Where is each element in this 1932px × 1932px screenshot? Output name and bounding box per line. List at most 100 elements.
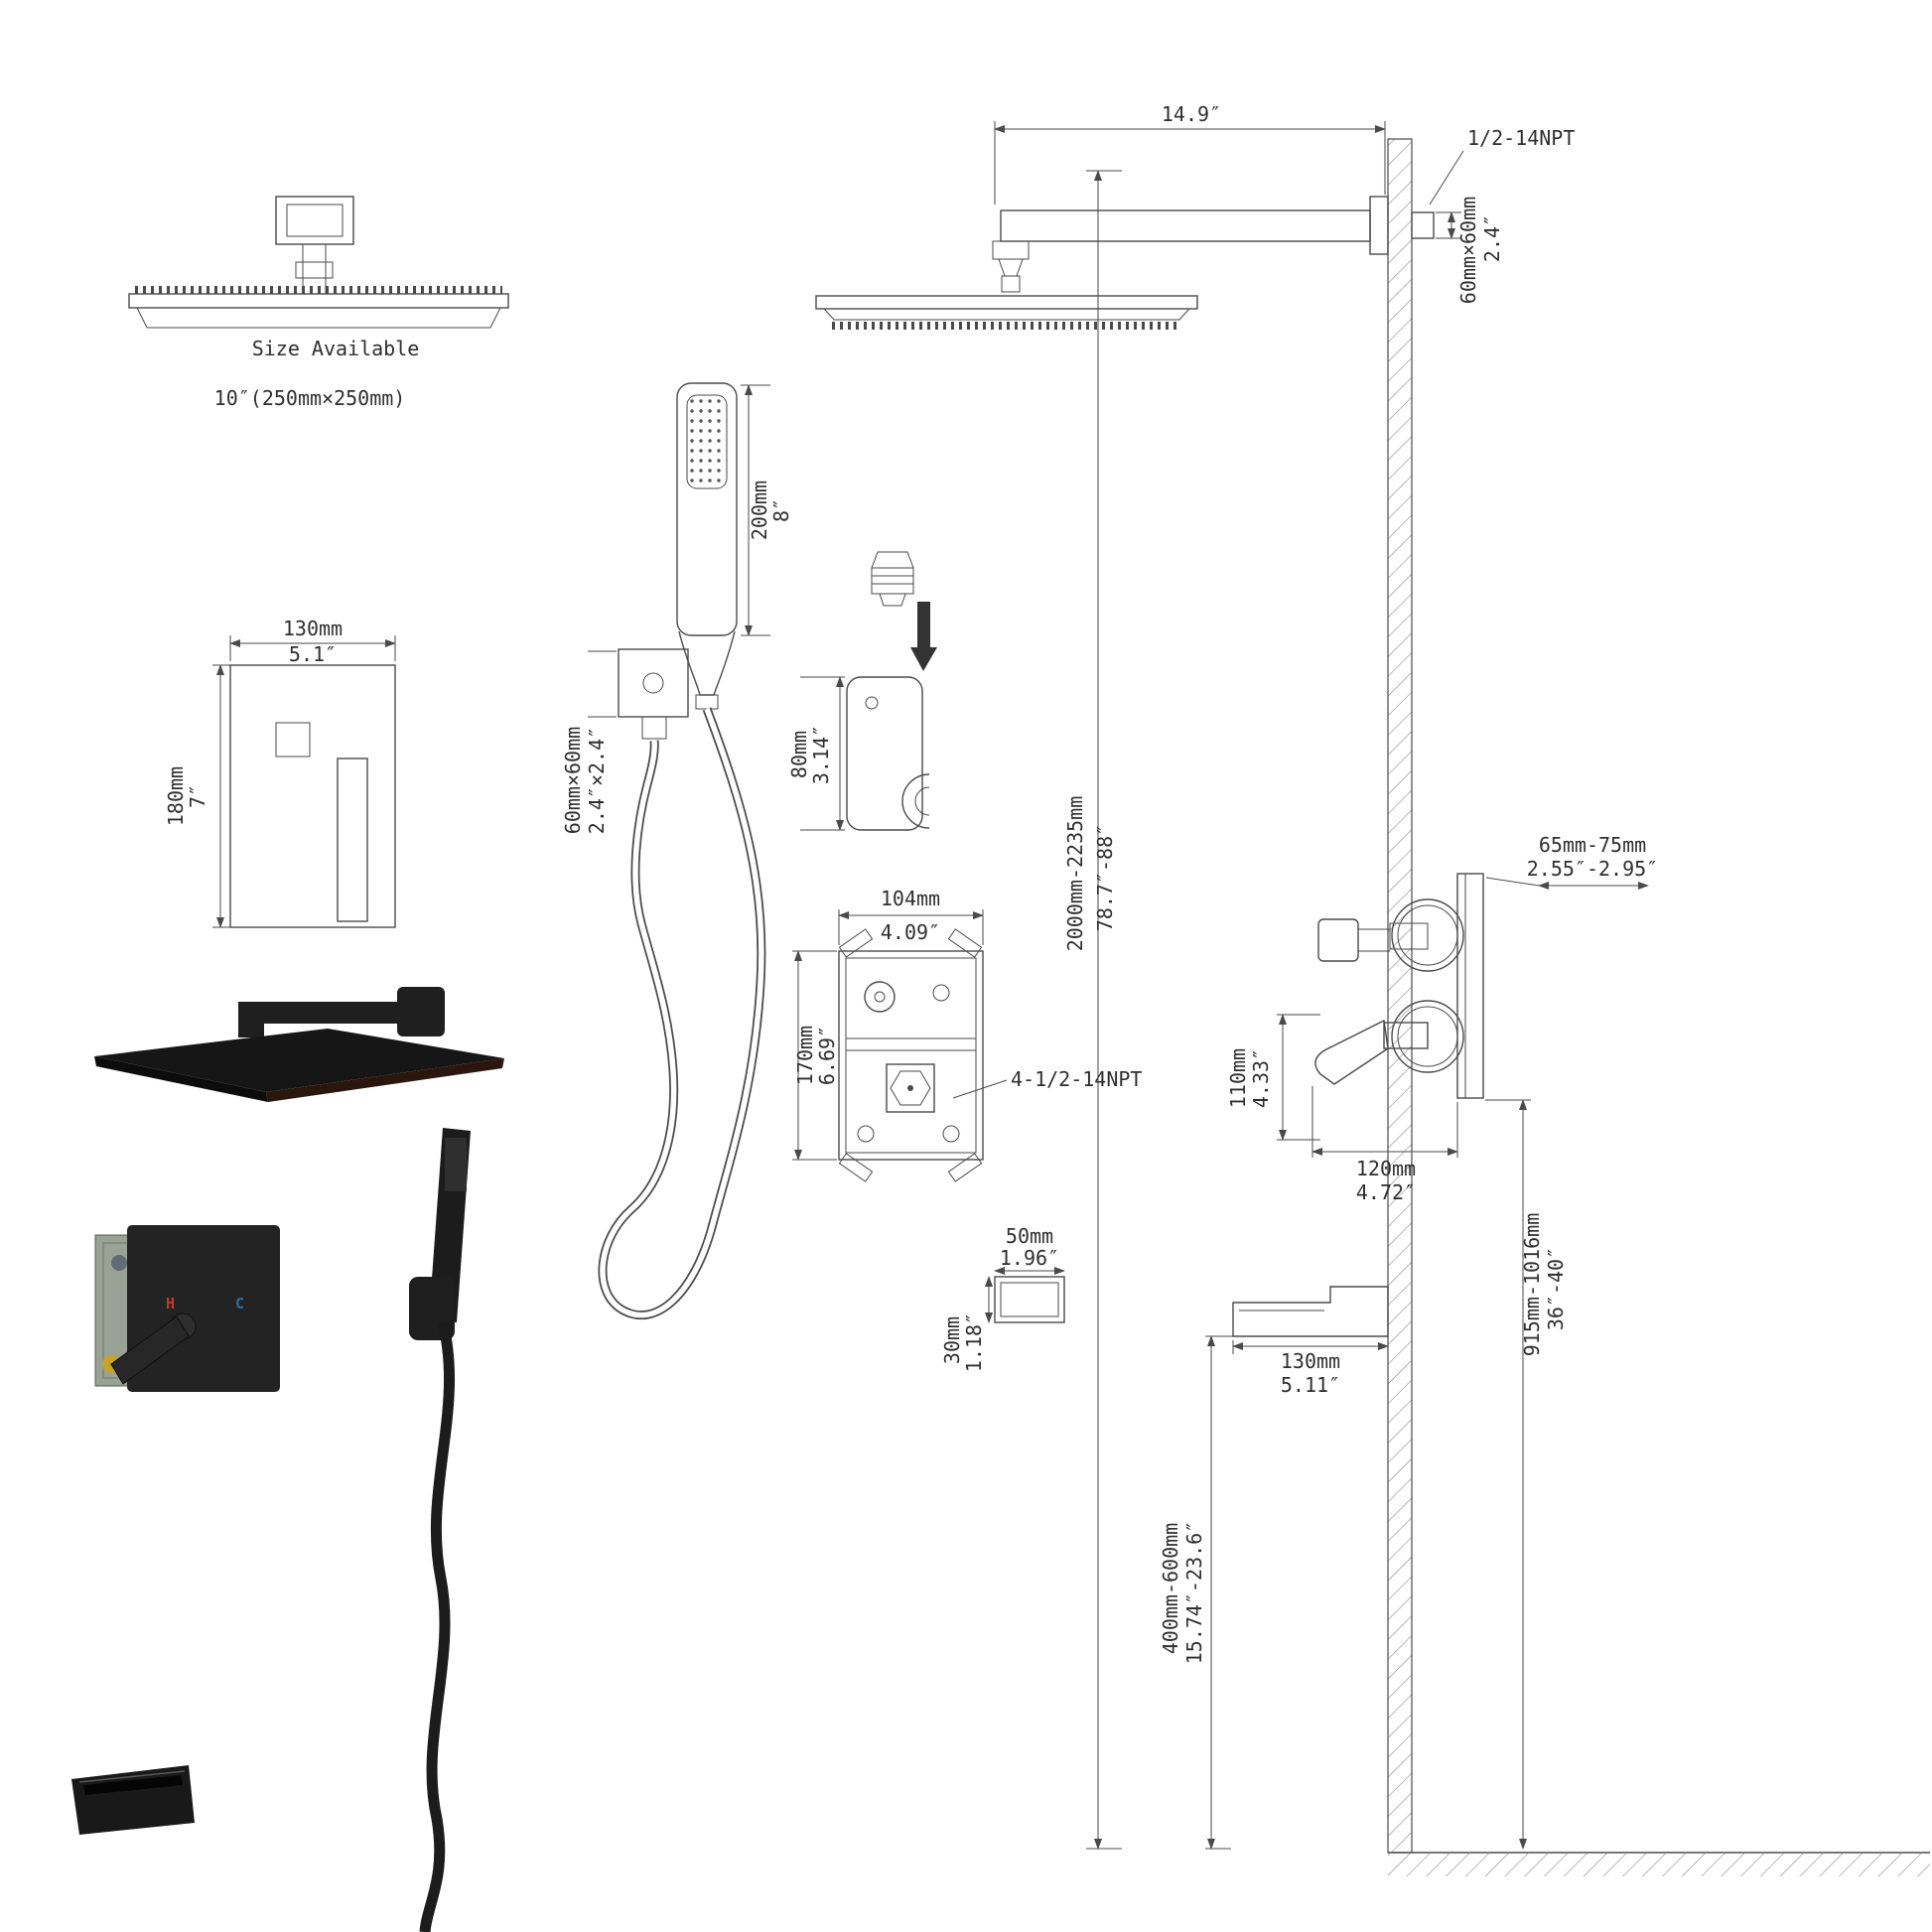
mount-tab (947, 1153, 983, 1182)
bracket-hose-stub (641, 716, 667, 740)
photo-head-edge-left (94, 1056, 268, 1102)
diverter-stem (1389, 922, 1429, 950)
trim-knob-top-inner (1397, 904, 1458, 966)
mount-tab (838, 1153, 874, 1182)
photo-trim-plate (127, 1225, 280, 1392)
down-arrow-head-icon (910, 647, 937, 671)
diverter-knob (1317, 918, 1359, 962)
dim-spout-depth-mm: 30mm (940, 1316, 964, 1364)
screw-hole (942, 1125, 960, 1143)
dim-trim-width-mm: 130mm (283, 617, 343, 640)
dim-total-height-mm: 2000mm-2235mm (1063, 796, 1087, 952)
head-slab-bottom (822, 308, 1191, 321)
photo-valve-port (111, 1255, 127, 1271)
wall-supply-bracket (618, 648, 689, 718)
wall-hatch (1387, 138, 1413, 1854)
dim-holder-in: 3.14″ (809, 725, 833, 784)
npt-label: 1/2-14NPT (1467, 126, 1575, 150)
dim-trim-width-in: 5.1″ (289, 642, 337, 666)
mount-tab (947, 928, 983, 958)
holder-screw-hole (865, 696, 879, 710)
leader-line (1485, 877, 1540, 887)
hand-wand (676, 382, 738, 636)
dim-arm-section-in: 2.4″ (1480, 214, 1504, 262)
photo-showerhead-with-arm (94, 987, 504, 1102)
dim-depth-in: 2.55″-2.95″ (1527, 857, 1658, 881)
dim-handle-height-in: 4.33″ (1249, 1048, 1273, 1108)
valve-box (838, 950, 984, 1161)
photo-spout-channel (83, 1775, 183, 1795)
holder-bracket-drawing: 80mm 3.14″ (787, 551, 937, 831)
valve-npt-label: 4-1/2-14NPT (1011, 1067, 1142, 1091)
screw-hole (932, 984, 950, 1002)
installation-dimensions: 2000mm-2235mm 78.7″-88″ 65mm-75mm 2.55″-… (940, 170, 1658, 1850)
dim-arm-length: 14.9″ (1162, 102, 1221, 126)
mount-tab (838, 928, 874, 958)
dim-spout-height-in: 15.74″-23.6″ (1182, 1521, 1206, 1665)
head-slab (128, 293, 509, 309)
dim-bracket-in: 2.4″×2.4″ (585, 727, 609, 834)
floor-hatch (1388, 1853, 1930, 1876)
dim-valve-height-in: 6.69″ (815, 1026, 839, 1085)
valve-port (864, 981, 896, 1013)
photo-spout-highlight (78, 1770, 186, 1783)
handle-lever (1314, 1019, 1389, 1085)
shower-hose-core (600, 708, 764, 1318)
dim-handle-width-mm: 120mm (1356, 1157, 1416, 1180)
photo-handle-lever (110, 1315, 190, 1385)
arm-flange-outline (275, 196, 354, 245)
connector-tip (879, 593, 906, 607)
photo-hose (419, 1320, 456, 1932)
holder-hook-outer (901, 773, 930, 829)
photo-wall-flange (397, 987, 445, 1036)
hose-nut (695, 694, 719, 710)
arm-wall-flange (1369, 196, 1389, 255)
trim-plate (229, 664, 396, 928)
holder-hook-inner (914, 786, 930, 816)
dim-valve-mount-height-in: 36″-40″ (1544, 1247, 1568, 1330)
dim-spout-width-in: 1.96″ (1000, 1246, 1059, 1270)
dim-hand-length-mm: 200mm (748, 481, 771, 540)
leader-line (1429, 150, 1464, 206)
tub-spout-side (1232, 1286, 1389, 1337)
dim-valve-height-mm: 170mm (793, 1026, 817, 1085)
dim-handle-height-mm: 110mm (1226, 1048, 1250, 1108)
joint-nut (1001, 275, 1021, 293)
valve-hex-center (907, 1085, 913, 1091)
dim-bracket-mm: 60mm×60mm (561, 727, 585, 834)
spout-section-inner (1000, 1282, 1059, 1317)
dim-trim-height-mm: 180mm (164, 766, 188, 826)
hot-indicator: H (166, 1295, 175, 1312)
dim-spout-height-mm: 400mm-600mm (1159, 1523, 1182, 1654)
screw-hole (857, 1125, 875, 1143)
ball-joint (998, 258, 1024, 277)
photo-valve-trim: H C (94, 1225, 280, 1392)
wall-section (1387, 138, 1930, 1876)
dim-holder-mm: 80mm (787, 731, 811, 778)
dim-total-height-in: 78.7″-88″ (1093, 824, 1117, 931)
dim-spout-length-in: 5.11″ (1281, 1373, 1340, 1397)
spray-face (686, 394, 728, 489)
photo-arm-joint (238, 1002, 264, 1037)
arm-flange-inner (286, 204, 344, 237)
dim-valve-width-mm: 104mm (881, 887, 940, 910)
valve-box-inner (845, 957, 977, 1154)
valve-trim-drawing: 130mm 5.1″ 180mm 7″ (164, 617, 396, 928)
holder-body (846, 676, 923, 831)
dim-arm-section-mm: 60mm×60mm (1456, 197, 1480, 304)
connector-top (871, 551, 914, 569)
arm-connector (295, 261, 334, 279)
dim-spout-width-mm: 50mm (1006, 1224, 1053, 1248)
head-size-label: 10″(250mm×250mm) (214, 386, 406, 410)
photo-tub-spout (71, 1765, 195, 1835)
valve-port-center (874, 991, 886, 1003)
trim-handle (337, 758, 368, 922)
trim-knob-bottom-inner (1397, 1006, 1458, 1067)
photo-head-face (94, 1029, 504, 1092)
handheld-shower-drawing: 200mm 8″ 60mm×60mm 2.4″×2.4″ (561, 382, 793, 1320)
dim-valve-mount-height-mm: 915mm-1016mm (1520, 1213, 1544, 1357)
head-slab-bottom (136, 307, 501, 329)
valve-center-square (886, 1063, 935, 1113)
